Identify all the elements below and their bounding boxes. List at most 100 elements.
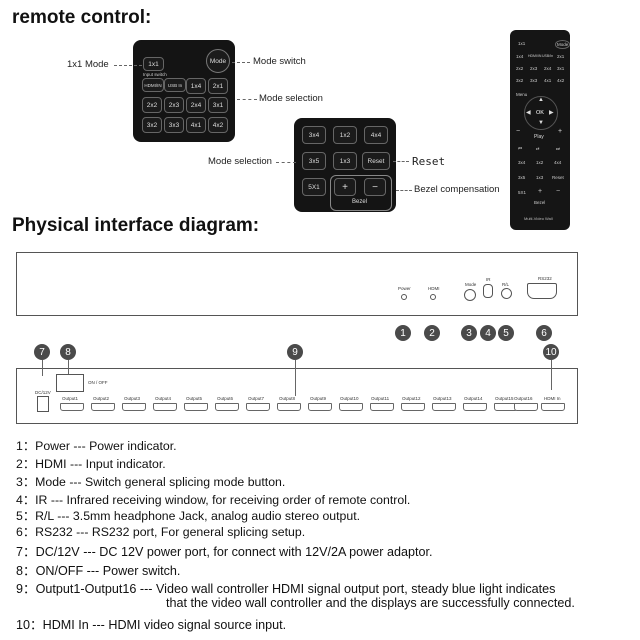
btn-usb-in[interactable]: USB In xyxy=(164,78,186,92)
btn-2x4[interactable]: 2x4 xyxy=(186,97,206,113)
btn-1x3[interactable]: 1x3 xyxy=(333,152,357,170)
remote-lower-8[interactable]: − xyxy=(556,188,561,195)
remote-lower-3[interactable]: 3x5 xyxy=(518,175,526,180)
remote-down-icon[interactable]: ▼ xyxy=(538,120,544,126)
legend-line-7: 7：DC/12V --- DC 12V power port, for conn… xyxy=(16,545,433,559)
remote-lower-0[interactable]: 3x4 xyxy=(518,160,526,165)
remote-grid-9[interactable]: 3x3 xyxy=(530,78,538,83)
output-port-5[interactable] xyxy=(184,403,208,411)
hdmi-in-port[interactable] xyxy=(541,403,565,411)
rear-label-onoff: ON / OFF xyxy=(88,380,108,385)
remote-brand: Multi-Video Wall xyxy=(524,216,553,221)
output-port-6[interactable] xyxy=(215,403,239,411)
btn-2x3[interactable]: 2x3 xyxy=(164,97,184,113)
legend-line-6: 6：RS232 --- RS232 port, For general spli… xyxy=(16,525,306,539)
btn-5x1[interactable]: 5X1 xyxy=(302,178,326,196)
remote-btn-ok[interactable]: OK xyxy=(536,110,544,116)
front-label-ir: IR xyxy=(486,277,491,282)
btn-reset[interactable]: Reset xyxy=(362,152,390,170)
remote-grid-6[interactable]: 2x4 xyxy=(544,66,552,71)
btn-mode[interactable]: Mode xyxy=(206,49,230,73)
btn-3x1[interactable]: 3x1 xyxy=(208,97,228,113)
callout-reset: Reset xyxy=(412,155,446,168)
legend-line-10: 10：HDMI In --- HDMI video signal source … xyxy=(16,618,287,632)
remote-grid-1[interactable]: HDMI/IN xyxy=(528,54,542,58)
remote-btn-1x1[interactable]: 1x1 xyxy=(518,41,526,46)
remote-control: 1x1 Mode 1x4 HDMI/IN USB/In 2x1 2x2 2x3 … xyxy=(510,30,571,230)
remote-right-icon[interactable]: ▶ xyxy=(549,110,554,116)
output-port-7[interactable] xyxy=(246,403,270,411)
output-label-12: Output12 xyxy=(402,396,421,401)
output-port-12[interactable] xyxy=(401,403,425,411)
remote-grid-0[interactable]: 1x4 xyxy=(516,54,524,59)
remote-plus-icon[interactable]: + xyxy=(558,128,563,135)
marker-6: 6 xyxy=(536,325,552,341)
btn-3x2[interactable]: 3x2 xyxy=(142,117,162,133)
btn-4x4[interactable]: 4x4 xyxy=(364,126,388,144)
remote-left-icon[interactable]: ◀ xyxy=(526,110,531,116)
remote-lower-5[interactable]: Reset xyxy=(552,175,564,180)
remote-grid-3[interactable]: 2x1 xyxy=(557,54,565,59)
remote-grid-11[interactable]: 4x2 xyxy=(557,78,565,83)
remote-prev-icon[interactable]: ⏮ xyxy=(518,146,523,151)
callout-line xyxy=(237,99,257,100)
btn-2x1[interactable]: 2x1 xyxy=(208,78,228,94)
btn-1x2[interactable]: 1x2 xyxy=(333,126,357,144)
btn-2x2[interactable]: 2x2 xyxy=(142,97,162,113)
remote-lower-1[interactable]: 1x2 xyxy=(536,160,544,165)
output-port-13[interactable] xyxy=(432,403,456,411)
btn-3x5[interactable]: 3x5 xyxy=(302,152,326,170)
marker-10: 10 xyxy=(543,344,559,360)
remote-grid-10[interactable]: 4x1 xyxy=(544,78,552,83)
output-port-9[interactable] xyxy=(308,403,332,411)
output-port-11[interactable] xyxy=(370,403,394,411)
btn-1x4[interactable]: 1x4 xyxy=(186,78,206,94)
remote-bezel-label: Bezel xyxy=(534,200,546,205)
remote-lower-6[interactable]: 5X1 xyxy=(518,190,527,195)
remote-lower-2[interactable]: 4x4 xyxy=(554,160,562,165)
mode-button[interactable] xyxy=(464,289,476,301)
power-switch[interactable] xyxy=(56,374,84,392)
output-port-4[interactable] xyxy=(153,403,177,411)
remote-btn-mode[interactable]: Mode xyxy=(555,40,571,49)
marker-5: 5 xyxy=(498,325,514,341)
output-port-1[interactable] xyxy=(60,403,84,411)
btn-bezel-minus[interactable]: − xyxy=(364,178,386,196)
btn-4x2[interactable]: 4x2 xyxy=(208,117,228,133)
remote-next-icon[interactable]: ⏭ xyxy=(556,146,561,151)
output-label-4: Output4 xyxy=(155,396,172,401)
remote-grid-2[interactable]: USB/In xyxy=(542,54,554,58)
remote-up-icon[interactable]: ▲ xyxy=(538,97,544,103)
output-label-9: Output9 xyxy=(310,396,327,401)
output-label-1: Output1 xyxy=(62,396,79,401)
output-port-16[interactable] xyxy=(514,403,538,411)
remote-minus-icon[interactable]: − xyxy=(516,128,521,135)
btn-3x3[interactable]: 3x3 xyxy=(164,117,184,133)
remote-grid-8[interactable]: 3x2 xyxy=(516,78,524,83)
btn-bezel-plus[interactable]: + xyxy=(334,178,356,196)
remote-dpad[interactable] xyxy=(524,96,558,130)
remote-grid-4[interactable]: 2x2 xyxy=(516,66,524,71)
output-port-2[interactable] xyxy=(91,403,115,411)
marker-1: 1 xyxy=(395,325,411,341)
remote-lower-4[interactable]: 1x3 xyxy=(536,175,544,180)
btn-4x1[interactable]: 4x1 xyxy=(186,117,206,133)
output-label-2: Output2 xyxy=(93,396,110,401)
remote-grid-7[interactable]: 3x1 xyxy=(557,66,565,71)
legend-line-2: 2：HDMI --- Input indicator. xyxy=(16,457,166,471)
front-label-power: Power xyxy=(398,286,411,291)
callout-mode-selection-b: Mode selection xyxy=(208,156,272,167)
output-port-14[interactable] xyxy=(463,403,487,411)
remote-grid-5[interactable]: 2x3 xyxy=(530,66,538,71)
btn-3x4[interactable]: 3x4 xyxy=(302,126,326,144)
output-label-15: Output15 xyxy=(495,396,514,401)
output-port-10[interactable] xyxy=(339,403,363,411)
output-port-8[interactable] xyxy=(277,403,301,411)
output-port-3[interactable] xyxy=(122,403,146,411)
remote-lower-7[interactable]: + xyxy=(538,188,543,195)
btn-1x1[interactable]: 1x1 xyxy=(143,57,164,71)
remote-btn-menu[interactable]: Menu xyxy=(516,92,528,97)
legend-line-3: 3：Mode --- Switch general splicing mode … xyxy=(16,475,286,489)
btn-hdmi-in[interactable]: HDMI/IN xyxy=(142,78,164,92)
remote-pause-icon[interactable]: ⏯ xyxy=(536,146,540,151)
